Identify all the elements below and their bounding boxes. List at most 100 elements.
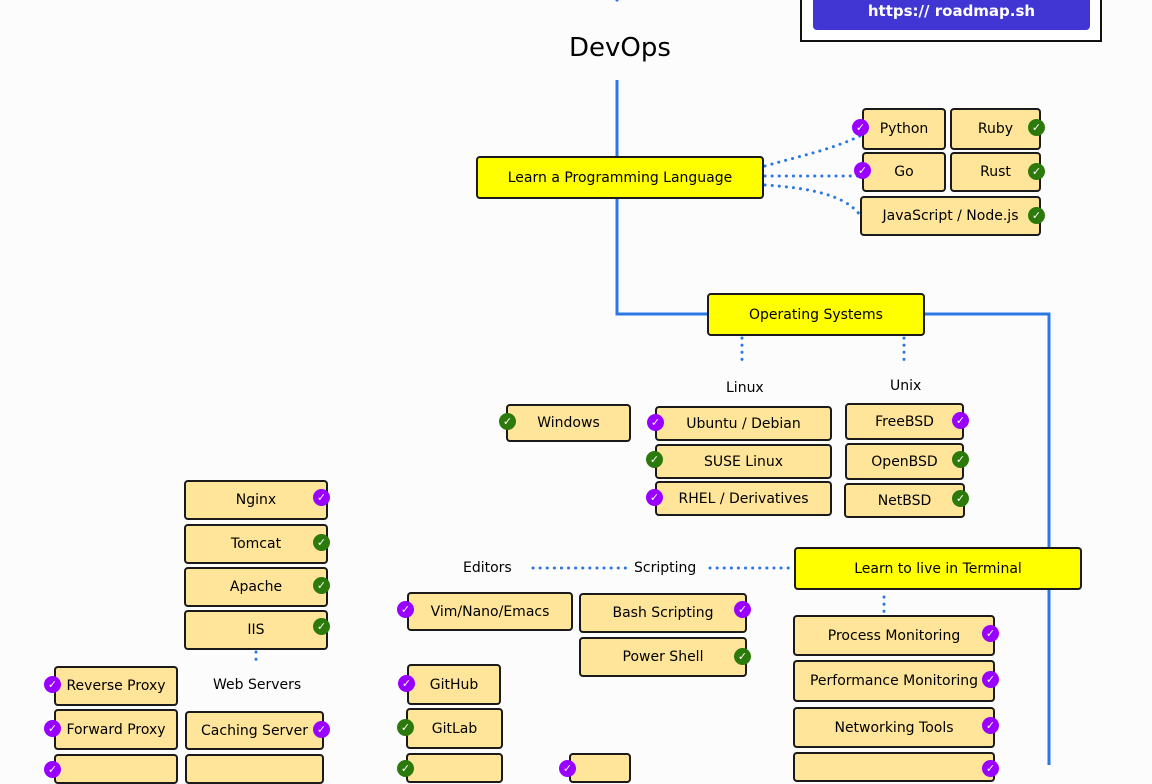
check-icon: ✓ [313, 534, 330, 551]
trunk-line-mid [615, 197, 708, 316]
node-label: Performance Monitoring [809, 673, 979, 689]
node-apache[interactable]: Apache [184, 567, 328, 607]
node-label: Learn to live in Terminal [854, 560, 1022, 577]
check-icon: ✓ [1028, 207, 1045, 224]
check-icon: ✓ [646, 451, 663, 468]
node-ubuntu[interactable]: Ubuntu / Debian [655, 406, 832, 441]
node-label: Nginx [235, 492, 277, 508]
node-label: NetBSD [877, 492, 932, 509]
label-unix: Unix [890, 378, 922, 394]
roadmap-title: DevOps [569, 33, 671, 63]
check-icon: ✓ [854, 162, 871, 179]
node-label: GitHub [429, 676, 479, 693]
node-label: Python [879, 121, 929, 137]
node-freebsd[interactable]: FreeBSD [845, 403, 964, 440]
check-icon: ✓ [397, 719, 414, 736]
node-networking-tools[interactable]: Networking Tools [793, 707, 995, 748]
check-icon: ✓ [397, 601, 414, 618]
node-performance-monitoring[interactable]: Performance Monitoring [793, 660, 995, 702]
node-label: Vim/Nano/Emacs [430, 603, 550, 620]
check-icon: ✓ [559, 760, 576, 777]
node-label: RHEL / Derivatives [678, 490, 809, 507]
check-icon: ✓ [952, 412, 969, 429]
roadmap-link-button[interactable]: https:// roadmap.sh [813, 0, 1090, 30]
node-vim[interactable]: Vim/Nano/Emacs [407, 592, 573, 631]
node-process-monitoring[interactable]: Process Monitoring [793, 615, 995, 656]
check-icon: ✓ [1028, 119, 1045, 136]
node-label: Operating Systems [749, 306, 883, 323]
node-powershell[interactable]: Power Shell [579, 637, 747, 677]
node-label: Tomcat [230, 536, 282, 552]
node-label: Apache [229, 579, 283, 595]
node-label: Ruby [977, 121, 1014, 137]
trunk-line-right [924, 312, 1051, 765]
node-label: JavaScript / Node.js [882, 208, 1019, 224]
node-terminal[interactable]: Learn to live in Terminal [794, 547, 1082, 590]
check-icon: ✓ [313, 721, 330, 738]
node-label: OpenBSD [871, 453, 938, 470]
node-tomcat[interactable]: Tomcat [184, 524, 328, 564]
label-scripting: Scripting [634, 560, 697, 576]
check-icon: ✓ [313, 489, 330, 506]
node-rhel[interactable]: RHEL / Derivatives [655, 481, 832, 516]
node-github[interactable]: GitHub [407, 664, 501, 705]
node-proxy-more[interactable] [54, 754, 178, 784]
check-icon: ✓ [1028, 163, 1045, 180]
dot-line-python [763, 134, 862, 168]
check-icon: ✓ [44, 761, 61, 778]
dot-line-js [763, 183, 862, 217]
node-os[interactable]: Operating Systems [707, 293, 925, 336]
node-terminal-more[interactable] [793, 752, 995, 782]
node-javascript[interactable]: JavaScript / Node.js [860, 196, 1041, 236]
connector-lines [254, 0, 1051, 765]
node-label: Networking Tools [834, 719, 954, 736]
node-iis[interactable]: IIS [184, 610, 328, 650]
node-rust[interactable]: Rust [950, 152, 1041, 192]
node-openbsd[interactable]: OpenBSD [845, 443, 964, 480]
node-label: Rust [980, 164, 1011, 180]
check-icon: ✓ [313, 577, 330, 594]
check-icon: ✓ [952, 451, 969, 468]
node-learn-lang[interactable]: Learn a Programming Language [476, 156, 764, 199]
node-label: Ubuntu / Debian [686, 415, 801, 432]
node-misc-more[interactable] [569, 753, 631, 783]
node-label: Forward Proxy [66, 721, 166, 738]
check-icon: ✓ [982, 671, 999, 688]
node-suse[interactable]: SUSE Linux [655, 444, 832, 479]
node-label: Reverse Proxy [66, 678, 166, 694]
node-label: Learn a Programming Language [507, 169, 733, 186]
check-icon: ✓ [852, 119, 869, 136]
check-icon: ✓ [982, 717, 999, 734]
check-icon: ✓ [398, 675, 415, 692]
check-icon: ✓ [982, 625, 999, 642]
node-vcs-more[interactable] [406, 753, 503, 783]
node-label: GitLab [431, 720, 478, 737]
node-gitlab[interactable]: GitLab [406, 708, 503, 749]
roadmap-canvas: https:// roadmap.sh DevOps Learn a Progr… [44, 0, 1102, 784]
node-windows[interactable]: Windows [506, 404, 631, 442]
node-web-more[interactable] [185, 754, 324, 784]
check-icon: ✓ [499, 413, 516, 430]
node-label: Go [894, 164, 914, 180]
check-icon: ✓ [646, 489, 663, 506]
node-label: FreeBSD [875, 413, 934, 430]
node-netbsd[interactable]: NetBSD [844, 483, 965, 518]
label-linux: Linux [726, 380, 764, 396]
node-bash[interactable]: Bash Scripting [579, 593, 747, 633]
node-label: Power Shell [622, 649, 704, 665]
node-python[interactable]: Python [862, 108, 946, 150]
node-go[interactable]: Go [862, 152, 946, 192]
node-nginx[interactable]: Nginx [184, 480, 328, 520]
node-reverse-proxy[interactable]: Reverse Proxy [54, 666, 178, 706]
node-label: Caching Server [201, 722, 308, 739]
node-forward-proxy[interactable]: Forward Proxy [54, 709, 178, 750]
check-icon: ✓ [734, 601, 751, 618]
node-caching-server[interactable]: Caching Server [185, 711, 324, 750]
check-icon: ✓ [397, 760, 414, 777]
node-label: Windows [537, 415, 600, 431]
label-web-servers: Web Servers [213, 677, 302, 693]
check-icon: ✓ [313, 618, 330, 635]
node-label: IIS [247, 622, 265, 638]
check-icon: ✓ [647, 414, 664, 431]
check-icon: ✓ [952, 490, 969, 507]
